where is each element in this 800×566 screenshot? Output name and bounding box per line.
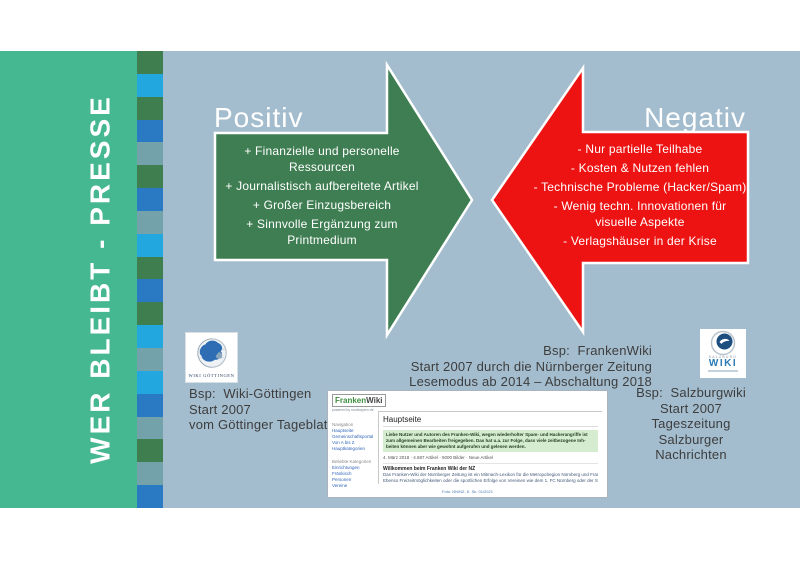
strip-square [137, 439, 163, 463]
salzburg-logo-wiki: WIKI [708, 358, 738, 369]
goettingen-globe-icon [196, 338, 227, 368]
wiki-nav-header: Beliebte Kategorien [332, 459, 372, 464]
positive-item: + Journalistisch aufbereitete Artikel [225, 179, 419, 193]
positive-item: + Sinnvolle Ergänzung zum Printmedium [246, 217, 398, 247]
sidebar: WER BLEIBT - PRESSE [0, 51, 137, 508]
negative-item: - Verlagshäuser in der Krise [563, 234, 717, 248]
wiki-notice-line: beiten können aber wie gewohnt aufgerufe… [386, 444, 526, 449]
strip-square [137, 302, 163, 326]
frankenwiki-logo: FrankenWiki [332, 394, 386, 407]
strip-square [137, 165, 163, 189]
negative-list: - Nur partielle Teilhabe - Kosten & Nutze… [532, 141, 748, 252]
wiki-nav-link: Fränkisch [332, 471, 352, 476]
negative-title: Negativ [644, 102, 746, 133]
strip-square [137, 462, 163, 486]
wiki-nav-link: Personen [332, 477, 352, 482]
wiki-footer-credit: Foto: NN/NZ, K. Sk. 01/2021 [442, 489, 493, 494]
strip-square [137, 51, 163, 74]
caption-line: Bsp: Salzburgwiki [636, 385, 746, 400]
caption-line: Salzburger Nachrichten [655, 431, 728, 463]
positive-list: + Finanzielle und personelle Ressourcen +… [210, 143, 434, 251]
wiki-nav-link: Hauptseite [332, 428, 354, 433]
strip-square [137, 393, 163, 417]
wiki-notice-line: zum allgemeinen Bearbeiten freigegeben. … [386, 438, 586, 443]
strip-square [137, 233, 163, 257]
strip-square [137, 325, 163, 348]
frankenwiki-content: Hauptseite Liebe Nutzer und Autoren des … [378, 411, 602, 484]
wiki-notice-line: Liebe Nutzer und Autoren des Franken-Wik… [386, 432, 588, 437]
strip-square [137, 347, 163, 371]
salzburg-logo-rule [708, 370, 738, 372]
caption-line: Bsp: FrankenWiki [543, 343, 652, 358]
salzburg-logo-top: SALZBURG [708, 355, 738, 359]
caption-line: Start 2007 Tageszeitung [651, 400, 731, 432]
negative-item: - Wenig techn. Innovationen für visuelle… [553, 199, 727, 229]
strip-square [137, 188, 163, 211]
wiki-nav-link: Vereine [332, 483, 348, 488]
wiki-body-line: Das Franken-Wiki der Nürnberger Zeitung … [383, 472, 598, 477]
wiki-nav-link: Einrichtungen [332, 465, 360, 470]
positive-title: Positiv [214, 102, 304, 133]
caption-line: Lesemodus ab 2014 – Abschaltung 2018 [409, 374, 652, 389]
salzburgwiki-globe-icon [710, 330, 736, 356]
wiki-notice-box: Liebe Nutzer und Autoren des Franken-Wik… [383, 430, 598, 452]
arrows-graphic [213, 60, 750, 340]
strip-square [137, 142, 163, 166]
wiki-nav-header: Navigation [332, 422, 354, 427]
salzburgwiki-logo: SALZBURG WIKI [700, 329, 746, 378]
frankenwiki-screenshot: FrankenWiki powered by nordbayern.de Nav… [327, 390, 608, 498]
strip-square [137, 256, 163, 280]
strip-square [137, 416, 163, 440]
strip-square [137, 210, 163, 234]
positive-arrow-shape [213, 60, 474, 340]
negative-item: - Kosten & Nutzen fehlen [570, 161, 710, 175]
wiki-nav-link: Hauptkategorien [332, 446, 366, 451]
wiki-goettingen-logo: WIKI GÖTTINGEN [185, 332, 238, 383]
wiki-body-line: Ebenso Freizeitmöglichkeiten oder die sp… [383, 477, 598, 483]
goettingen-logo-caption: WIKI GÖTTINGEN [188, 373, 235, 378]
caption-line: vom Göttinger Tageblatt [189, 417, 332, 432]
strip-square [137, 119, 163, 143]
wiki-nav-link: Gemeinschaftsportal [332, 434, 374, 439]
frankenwiki-logo-franken: Franken [335, 396, 367, 405]
strip-square [137, 485, 163, 508]
negative-item: - Nur partielle Teilhabe [577, 142, 703, 156]
positive-item: + Großer Einzugsbereich [252, 198, 392, 212]
negative-item: - Technische Probleme (Hacker/Spam) [533, 180, 747, 194]
wiki-page-title: Hauptseite [383, 415, 598, 427]
caption-line: Start 2007 durch die Nürnberger Zeitung [410, 358, 652, 374]
wiki-stats-line: 4. März 2018 · 4.687 Artikel · 5000 Bild… [383, 455, 494, 460]
caption-line: Start 2007 [189, 401, 251, 417]
strip-square [137, 370, 163, 394]
wiki-nav-link: Von A bis Z [332, 440, 355, 445]
wiki-body-text: Das Franken-Wiki der Nürnberger Zeitung … [383, 472, 598, 483]
color-strip [137, 51, 163, 508]
positive-item: + Finanzielle und personelle Ressourcen [244, 144, 400, 174]
wiki-welcome-heading: Willkommen beim Franken Wiki der NZ [383, 463, 598, 472]
strip-square [137, 96, 163, 120]
strip-square [137, 279, 163, 303]
slide: WER BLEIBT - PRESSE Positiv Negativ + Fi… [0, 51, 800, 508]
frankenwiki-powered-by: powered by nordbayern.de [332, 408, 374, 412]
caption-line: Bsp: Wiki-Göttingen [189, 386, 312, 401]
strip-square [137, 73, 163, 97]
negative-arrow-shape [490, 63, 750, 337]
frankenwiki-logo-wiki: Wiki [366, 396, 383, 405]
